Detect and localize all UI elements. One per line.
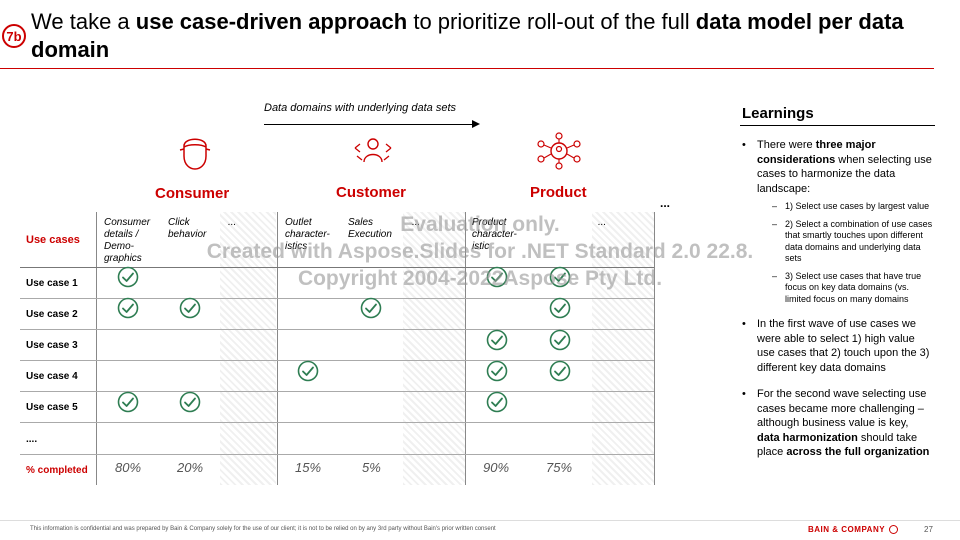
row-divider bbox=[20, 391, 654, 392]
checkmark-icon bbox=[117, 297, 139, 319]
title-divider bbox=[0, 68, 934, 69]
confidentiality-disclaimer: This information is confidential and was… bbox=[30, 526, 496, 532]
column-header: ... bbox=[598, 217, 607, 228]
checkmark-icon bbox=[360, 297, 382, 319]
column-header: Outlet character-istics bbox=[285, 217, 330, 252]
column-separator bbox=[654, 212, 655, 485]
learnings-divider bbox=[740, 125, 935, 126]
use-case-row-label: Use case 2 bbox=[26, 309, 78, 320]
section-badge: 7b bbox=[2, 24, 26, 48]
checkmark-icon bbox=[549, 329, 571, 351]
group-icon bbox=[354, 138, 392, 163]
learning-subitem: 1) Select use cases by largest value bbox=[757, 201, 934, 213]
use-case-row-label: .... bbox=[26, 434, 38, 445]
row-divider bbox=[20, 329, 654, 330]
person-icon bbox=[179, 138, 211, 170]
placeholder-column-hatch bbox=[220, 212, 276, 485]
row-divider bbox=[20, 422, 654, 423]
arrow-right-icon bbox=[472, 120, 480, 128]
use-cases-header: Use cases bbox=[26, 234, 80, 246]
use-case-row-label: Use case 4 bbox=[26, 371, 78, 382]
completion-value: 5% bbox=[362, 460, 381, 475]
row-divider bbox=[20, 360, 654, 361]
checkmark-icon bbox=[549, 266, 571, 288]
completion-value: 20% bbox=[177, 460, 204, 475]
column-header: Click behavior bbox=[168, 217, 207, 240]
brand-logo: BAIN & COMPANY bbox=[808, 525, 886, 534]
checkmark-icon bbox=[486, 391, 508, 413]
brand-logo-mark bbox=[889, 525, 898, 534]
placeholder-column-hatch bbox=[592, 212, 654, 485]
learning-item: There were three major considerations wh… bbox=[742, 138, 934, 305]
slide-title: We take a use case-driven approach to pr… bbox=[31, 9, 904, 62]
row-divider bbox=[20, 298, 654, 299]
domain-label-product: Product bbox=[530, 184, 587, 201]
page-number: 27 bbox=[924, 525, 933, 534]
domains-arrow-line bbox=[264, 124, 474, 125]
learnings-list: There were three major considerations wh… bbox=[742, 138, 934, 472]
learning-subitem: 3) Select use cases that have true focus… bbox=[757, 271, 934, 306]
column-separator bbox=[465, 212, 466, 485]
column-header: Sales Execution bbox=[348, 217, 392, 240]
column-header: ... bbox=[228, 217, 237, 228]
domain-label-customer: Customer bbox=[336, 184, 407, 201]
domain-label-consumer: Consumer bbox=[155, 185, 230, 202]
footer-divider bbox=[0, 520, 960, 521]
learning-item: For the second wave selecting use cases … bbox=[742, 387, 934, 460]
more-domains: ... bbox=[660, 196, 671, 210]
checkmark-icon bbox=[117, 266, 139, 288]
domains-caption: Data domains with underlying data sets bbox=[264, 102, 456, 114]
checkmark-icon bbox=[549, 360, 571, 382]
row-divider bbox=[20, 454, 654, 455]
completion-value: 80% bbox=[115, 460, 142, 475]
network-icon bbox=[537, 132, 581, 170]
checkmark-icon bbox=[179, 391, 201, 413]
completion-value: 90% bbox=[483, 460, 510, 475]
row-divider bbox=[20, 267, 654, 268]
learning-subitem: 2) Select a combination of use cases tha… bbox=[757, 219, 934, 265]
column-header: ... bbox=[412, 217, 421, 228]
placeholder-column-hatch bbox=[403, 212, 465, 485]
checkmark-icon bbox=[549, 297, 571, 319]
column-header: Product character-istic bbox=[472, 217, 517, 252]
checkmark-icon bbox=[486, 360, 508, 382]
learning-item: In the first wave of use cases we were a… bbox=[742, 317, 934, 375]
completion-value: 75% bbox=[546, 460, 573, 475]
learnings-title: Learnings bbox=[742, 105, 814, 122]
column-separator bbox=[277, 212, 278, 485]
column-separator bbox=[96, 212, 97, 485]
checkmark-icon bbox=[486, 329, 508, 351]
checkmark-icon bbox=[486, 266, 508, 288]
use-case-row-label: Use case 1 bbox=[26, 278, 78, 289]
column-header: Consumer details / Demo-graphics bbox=[104, 217, 151, 264]
use-case-row-label: Use case 3 bbox=[26, 340, 78, 351]
checkmark-icon bbox=[117, 391, 139, 413]
use-case-row-label: Use case 5 bbox=[26, 402, 78, 413]
completion-value: 15% bbox=[295, 460, 322, 475]
checkmark-icon bbox=[179, 297, 201, 319]
completed-row-label: % completed bbox=[26, 465, 88, 476]
checkmark-icon bbox=[297, 360, 319, 382]
